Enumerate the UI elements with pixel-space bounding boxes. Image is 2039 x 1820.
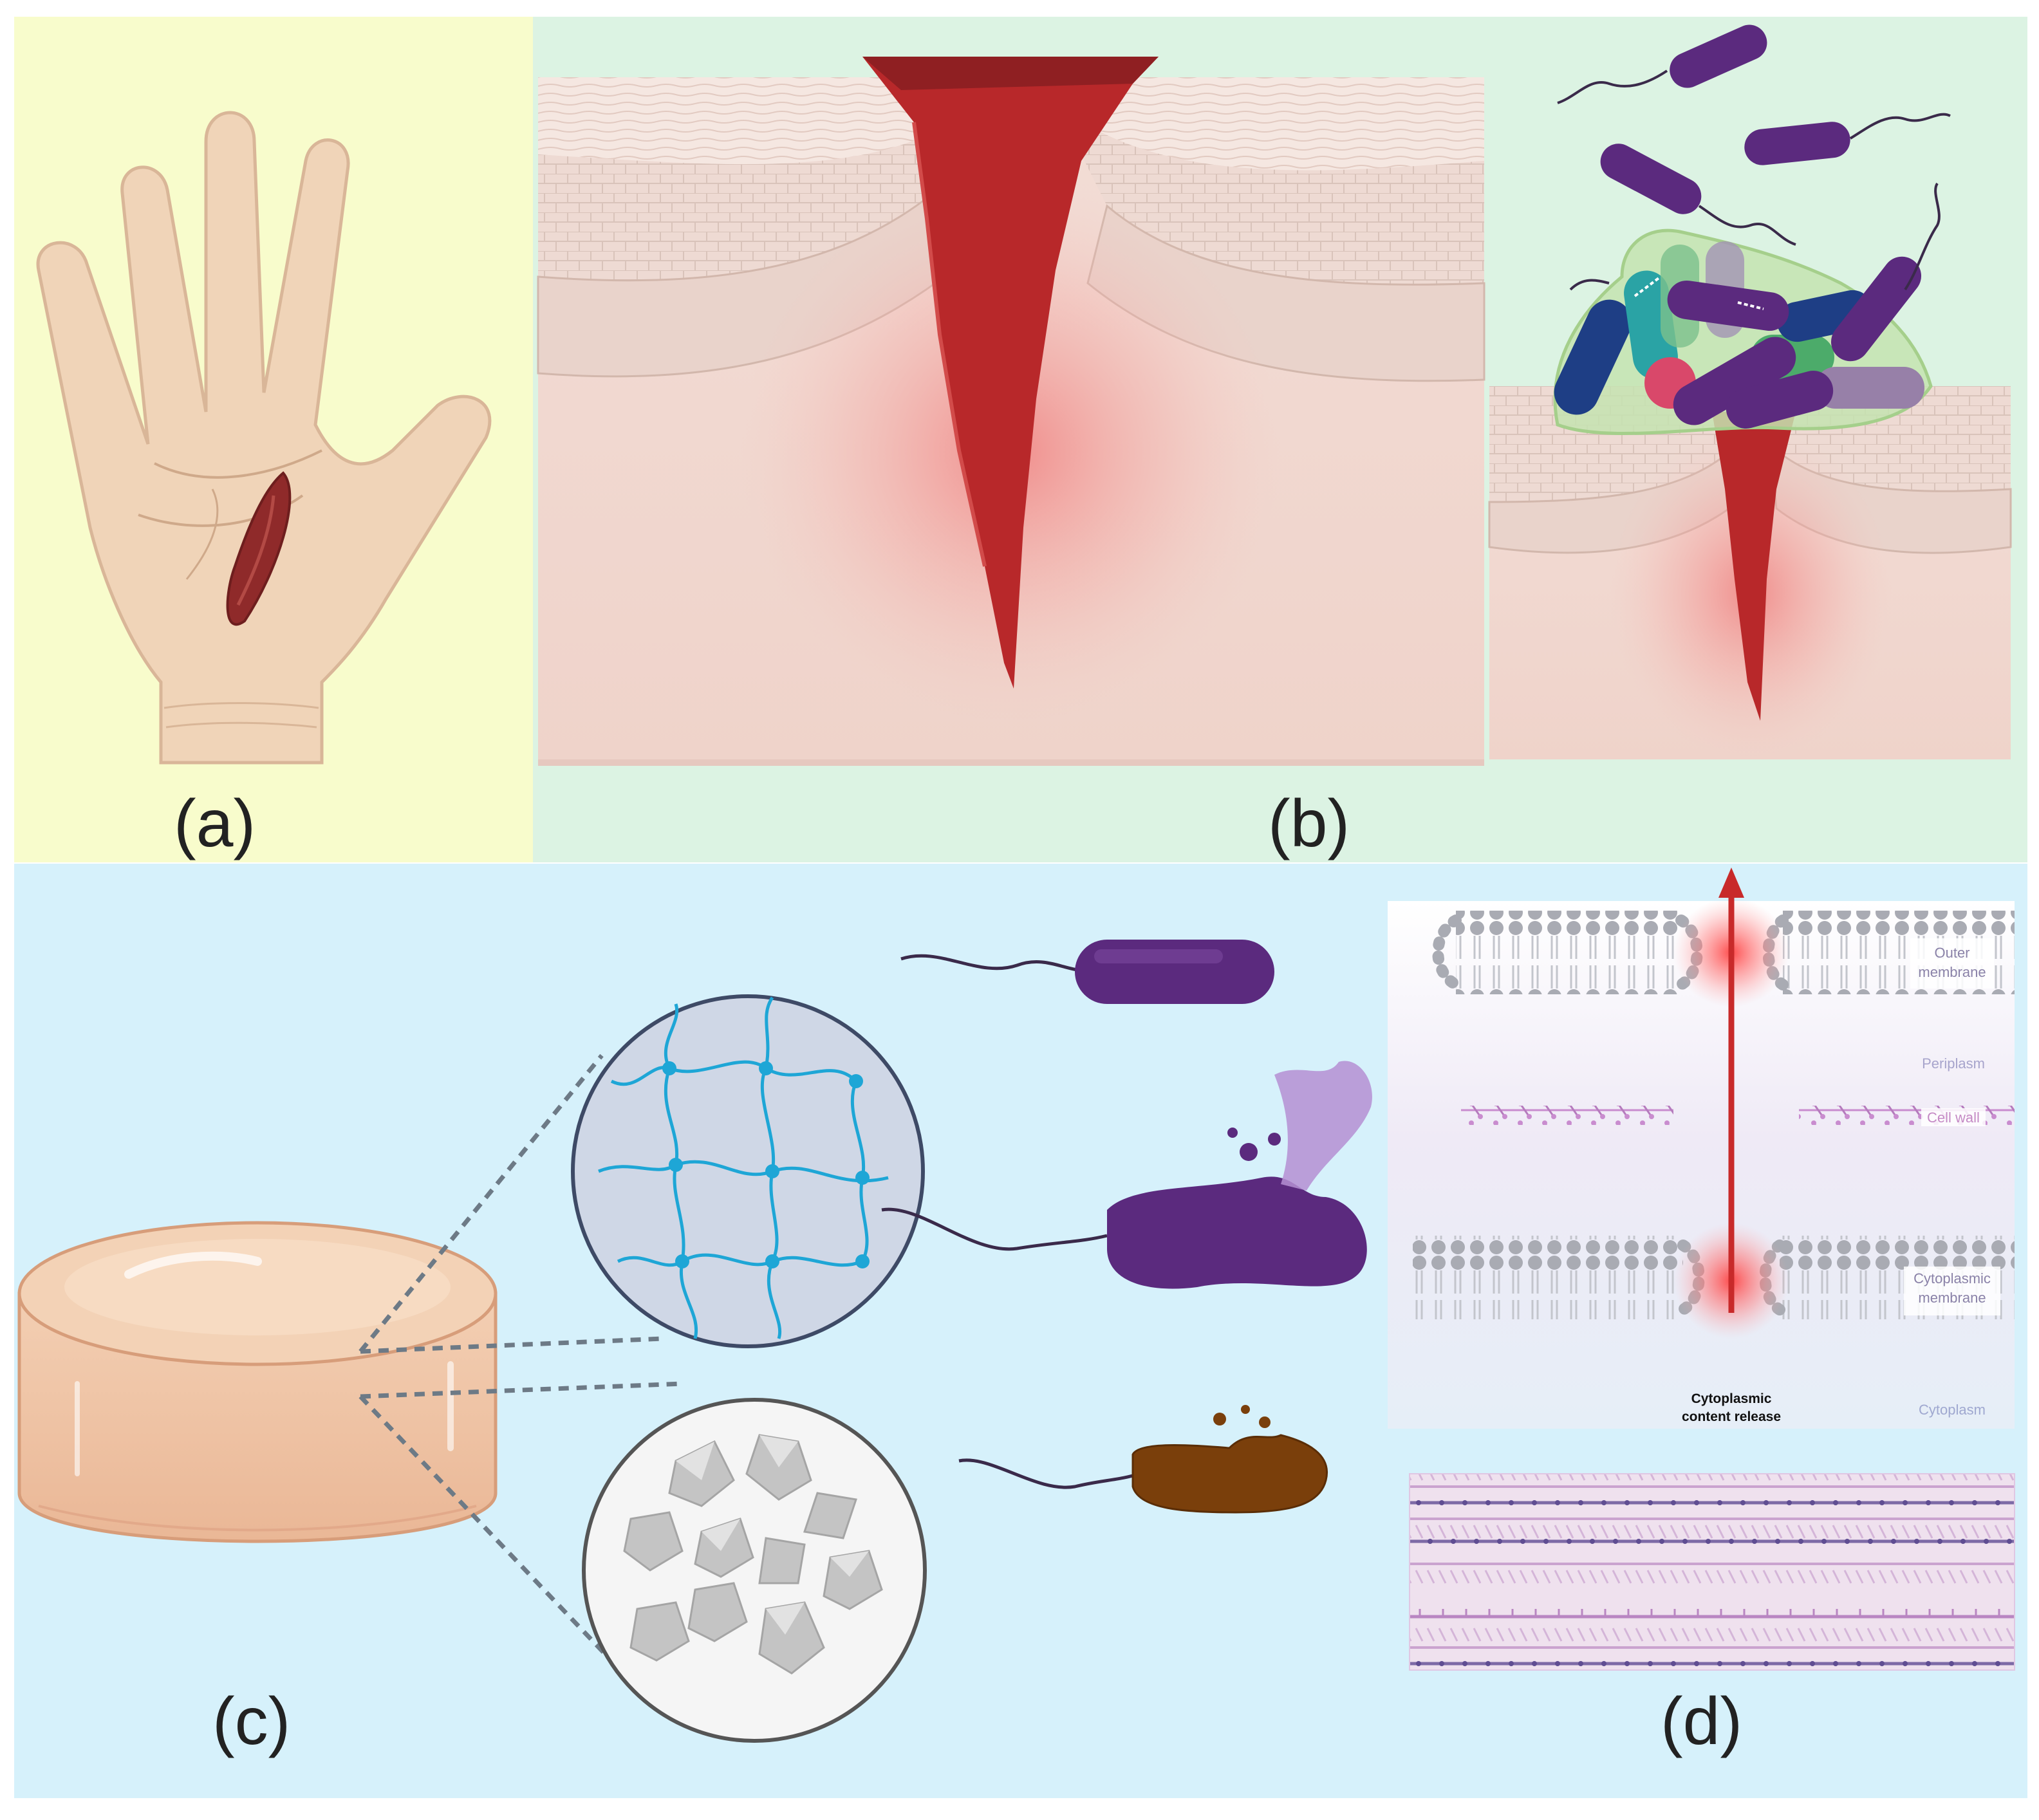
lysing-bacterium-purple [881,1061,1372,1289]
infected-wound-biofilm [1488,24,2012,759]
cytoplasmic-membrane-left [1413,1236,1683,1319]
release-label-line2: content release [1682,1409,1781,1424]
nanoparticle-zoom [582,1398,927,1743]
cytoplasmic-content-plume [1274,1061,1372,1191]
panel-d-label: (d) [1661,1684,1742,1759]
cell-wall-left [1461,1106,1673,1125]
panel-c-label: (c) [212,1684,290,1759]
panel-b-label: (b) [1268,786,1350,861]
membrane-disruption-diagram: Outer membrane Periplasm Cell wall Cytop… [1388,868,2015,1429]
outer-membrane-label-line1: Outer [1934,945,1969,961]
outer-membrane-left [1456,911,1681,994]
palm-wound [226,471,292,626]
hydrogel-disk [17,1221,498,1543]
outer-membrane-label-line2: membrane [1918,964,1986,980]
skin-cross-section-wound [537,57,1485,766]
cell-wall-label: Cell wall [1927,1110,1980,1126]
panel-a-label: (a) [174,786,256,861]
intact-bacterium [900,940,1274,1004]
lysing-bacterium-brown [958,1405,1328,1514]
wound-blood [862,57,1159,689]
bacterial-cell-wall-layers [1409,1473,2015,1671]
periplasm-label: Periplasm [1922,1055,1985,1072]
cytoplasmic-membrane-label-line1: Cytoplasmic [1913,1270,1991,1286]
hand-illustration [36,111,492,765]
release-label-line1: Cytoplasmic [1691,1391,1772,1406]
zoom-lines [358,1054,683,1656]
cytoplasm-label: Cytoplasm [1919,1402,1986,1418]
polymer-network-zoom [571,994,925,1348]
cytoplasmic-membrane-label-line2: membrane [1918,1290,1986,1306]
